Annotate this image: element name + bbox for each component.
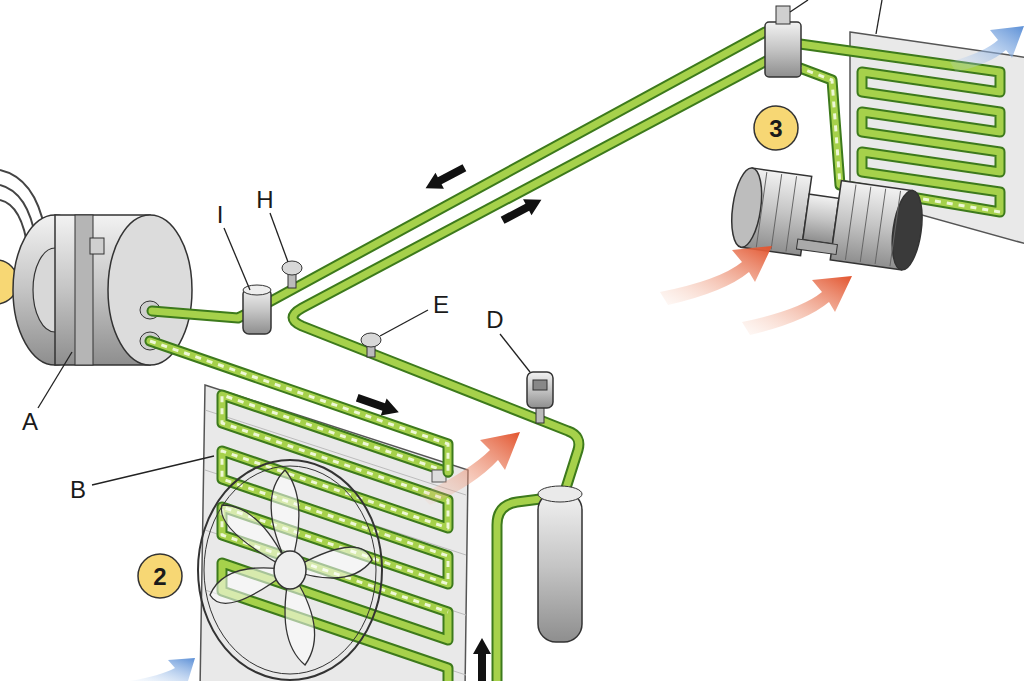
heat-arrow: [742, 276, 852, 335]
fan-hub: [274, 551, 306, 589]
compressor-fitting: [90, 238, 104, 254]
leader-line: [38, 352, 72, 408]
part-label: D: [486, 308, 503, 332]
liquid-pipe: [293, 58, 772, 488]
compressor: [0, 170, 192, 365]
part-label: I: [217, 203, 224, 227]
suction-pipe: [152, 32, 765, 318]
heat-arrow: [420, 432, 520, 505]
evaporator-coil: [800, 44, 1000, 212]
valve-head: [776, 6, 790, 24]
receiver-drier: [538, 492, 582, 642]
leader-line: [380, 310, 428, 336]
blower-end: [727, 166, 766, 249]
fan-ring: [204, 466, 376, 674]
leader-line: [500, 334, 530, 372]
part-label: E: [433, 293, 449, 317]
part-label: B: [70, 478, 86, 502]
leader-line: [224, 228, 250, 290]
expansion-valve: [765, 22, 801, 77]
part-label: H: [256, 188, 273, 212]
fitting-cap: [243, 285, 271, 295]
drier-cap: [538, 486, 582, 502]
blower-mount: [796, 239, 837, 254]
switch-connector: [533, 380, 547, 390]
service-valve: [361, 333, 381, 347]
leader-line: [876, 0, 882, 34]
callout-circle: [754, 106, 798, 150]
part-label: A: [22, 410, 38, 434]
service-valve: [282, 261, 302, 275]
leader-line: [92, 456, 214, 485]
fan-blades: [210, 470, 372, 665]
liquid-pipe: [293, 58, 772, 488]
flow-arrow: [473, 638, 491, 681]
callout-number: 2: [153, 565, 166, 589]
callout-circle: [138, 554, 182, 598]
cold-air-arrow: [950, 26, 1024, 72]
flow-arrow: [421, 160, 468, 197]
callout-number: 3: [769, 117, 782, 141]
suction-pipe: [152, 32, 765, 318]
fan-ring: [198, 460, 382, 680]
leader-line: [270, 213, 288, 262]
flow-arrow: [498, 192, 545, 229]
pressure-switch: [527, 372, 553, 408]
flow-arrow: [354, 389, 401, 420]
blower-vanes: [756, 172, 900, 266]
evaporator-coil: [800, 44, 1000, 212]
blower-inlet: [888, 189, 927, 272]
leader-line: [790, 0, 808, 12]
cold-air-arrow: [130, 658, 195, 681]
heat-arrow: [660, 246, 772, 305]
